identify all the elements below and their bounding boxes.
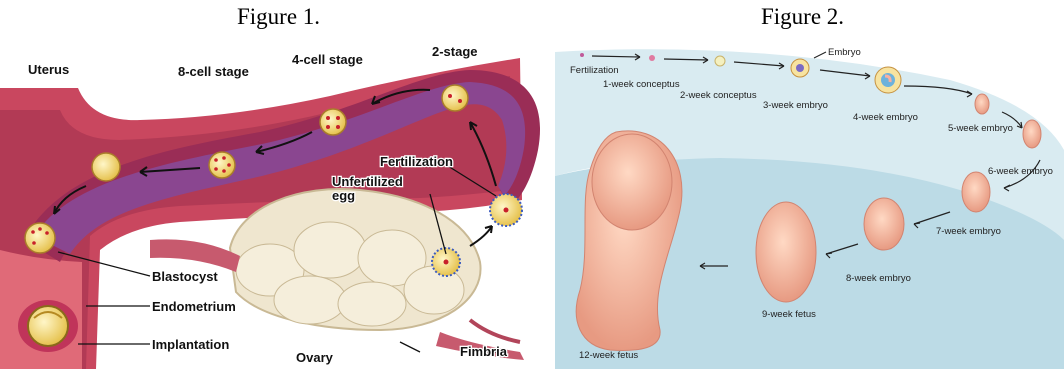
label-7-week-embryo: 7-week embryo	[936, 226, 1001, 237]
embryo-leader	[814, 52, 826, 58]
label-3-week-embryo: 3-week embryo	[763, 100, 828, 111]
fetus-12wk-head	[592, 134, 672, 230]
label-embryo: Embryo	[828, 47, 861, 58]
label-fertilization-2: Fertilization	[570, 65, 619, 76]
label-6-week-embryo: 6-week embryo	[988, 166, 1053, 177]
label-8-week-embryo: 8-week embryo	[846, 273, 911, 284]
label-2-week-conceptus: 2-week conceptus	[680, 90, 757, 101]
embryo-5wk	[975, 94, 989, 114]
fetus-9wk	[756, 202, 816, 302]
label-12-week-fetus: 12-week fetus	[579, 350, 638, 361]
label-1-week-conceptus: 1-week conceptus	[603, 79, 680, 90]
embryo-8wk	[864, 198, 904, 250]
embryo-7wk	[962, 172, 990, 212]
embryo-6wk	[1023, 120, 1041, 148]
label-5-week-embryo: 5-week embryo	[948, 123, 1013, 134]
label-9-week-fetus: 9-week fetus	[762, 309, 816, 320]
label-4-week-embryo: 4-week embryo	[853, 112, 918, 123]
